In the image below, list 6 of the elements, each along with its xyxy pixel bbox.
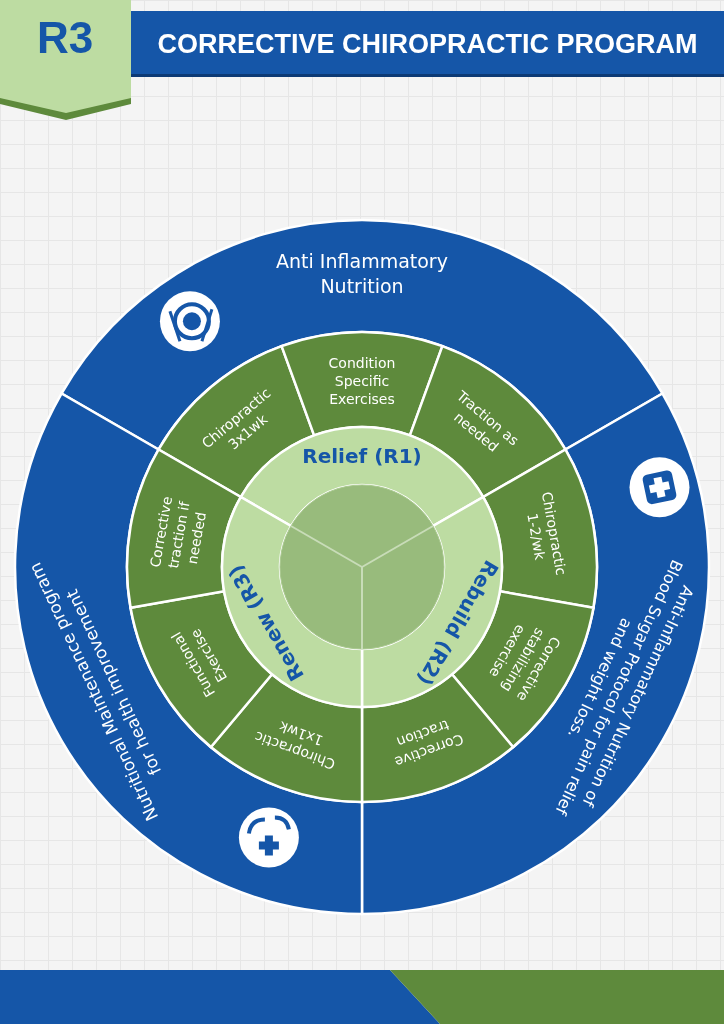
phase-label: Relief (R1)	[301, 443, 423, 469]
segment-label: Corrective traction if needed	[145, 493, 211, 572]
segment-label: Condition Specific Exercises	[327, 353, 397, 409]
segment-label: Anti Inflammatory Nutrition	[275, 249, 449, 299]
badge-label: R3	[35, 14, 95, 63]
page-title: CORRECTIVE CHIROPRACTIC PROGRAM	[131, 11, 724, 77]
